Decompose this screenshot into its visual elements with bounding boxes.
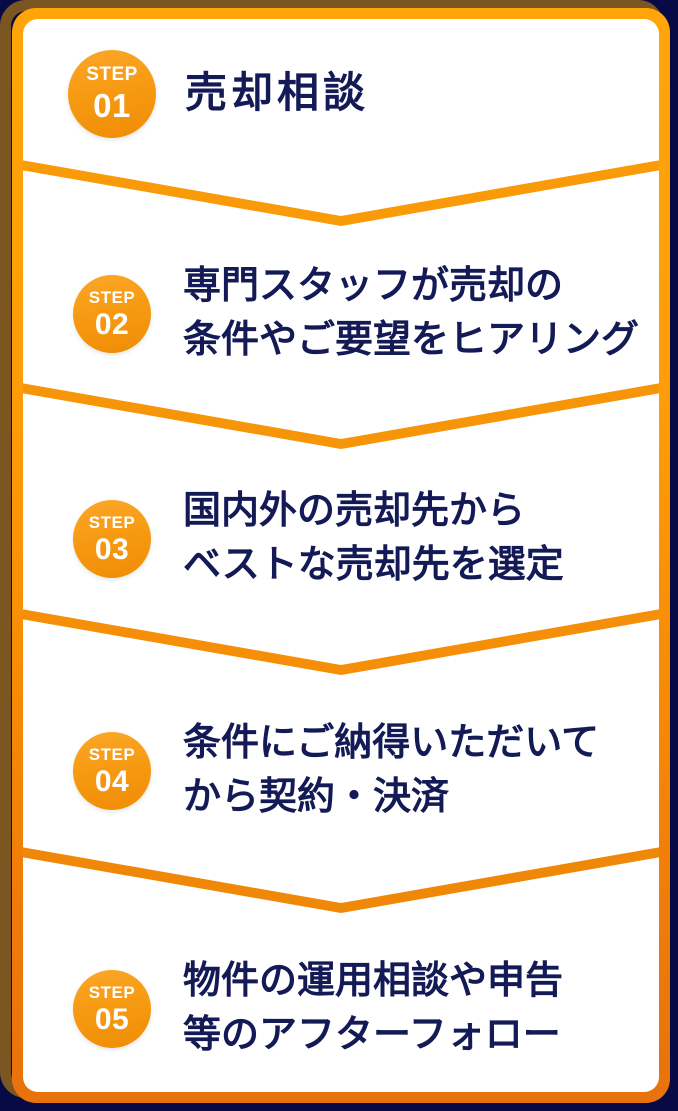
step-badge-number-2: 02 bbox=[94, 307, 130, 341]
step-badge-number-1: 01 bbox=[93, 87, 131, 124]
step-badge-2: STEP 02 bbox=[73, 275, 151, 353]
step-item-5[interactable]: STEP 05 物件の運用相談や申告 等のアフターフォロー bbox=[23, 929, 659, 1089]
step-badge-4: STEP 04 bbox=[73, 732, 151, 810]
step-item-2[interactable]: STEP 02 専門スタッフが売却の 条件やご要望をヒアリング bbox=[23, 234, 659, 394]
step-text-4: 条件にご納得いただいて から契約・決済 bbox=[183, 722, 600, 818]
step-item-4[interactable]: STEP 04 条件にご納得いただいて から契約・決済 bbox=[23, 691, 659, 851]
stepper-inner-surface: STEP 01 売却相談 STEP 02 専門スタッフが売却の 条件やご要望をヒ… bbox=[23, 19, 659, 1092]
step-badge-label-1: STEP bbox=[86, 64, 138, 85]
step-badge-label-2: STEP bbox=[88, 287, 136, 307]
step-text-2: 専門スタッフが売却の 条件やご要望をヒアリング bbox=[183, 265, 640, 361]
step-badge-number-4: 04 bbox=[94, 764, 130, 798]
step-item-1[interactable]: STEP 01 売却相談 bbox=[23, 19, 659, 168]
step-text-5: 物件の運用相談や申告 等のアフターフォロー bbox=[183, 960, 564, 1056]
stepper-frame: STEP 01 売却相談 STEP 02 専門スタッフが売却の 条件やご要望をヒ… bbox=[12, 8, 670, 1103]
step-badge-label-5: STEP bbox=[88, 982, 136, 1002]
step-badge-label-4: STEP bbox=[88, 744, 136, 764]
step-badge-label-3: STEP bbox=[88, 512, 136, 532]
step-text-3: 国内外の売却先から ベストな売却先を選定 bbox=[183, 490, 564, 586]
step-item-3[interactable]: STEP 03 国内外の売却先から ベストな売却先を選定 bbox=[23, 459, 659, 619]
step-badge-1: STEP 01 bbox=[68, 49, 156, 138]
step-badge-5: STEP 05 bbox=[73, 970, 151, 1048]
step-text-1: 売却相談 bbox=[185, 69, 370, 117]
step-badge-3: STEP 03 bbox=[73, 500, 151, 578]
step-divider-1 bbox=[23, 160, 659, 232]
step-divider-4 bbox=[23, 847, 659, 919]
step-badge-number-3: 03 bbox=[94, 532, 130, 566]
step-badge-number-5: 05 bbox=[94, 1002, 130, 1036]
step-divider-3 bbox=[23, 609, 659, 681]
